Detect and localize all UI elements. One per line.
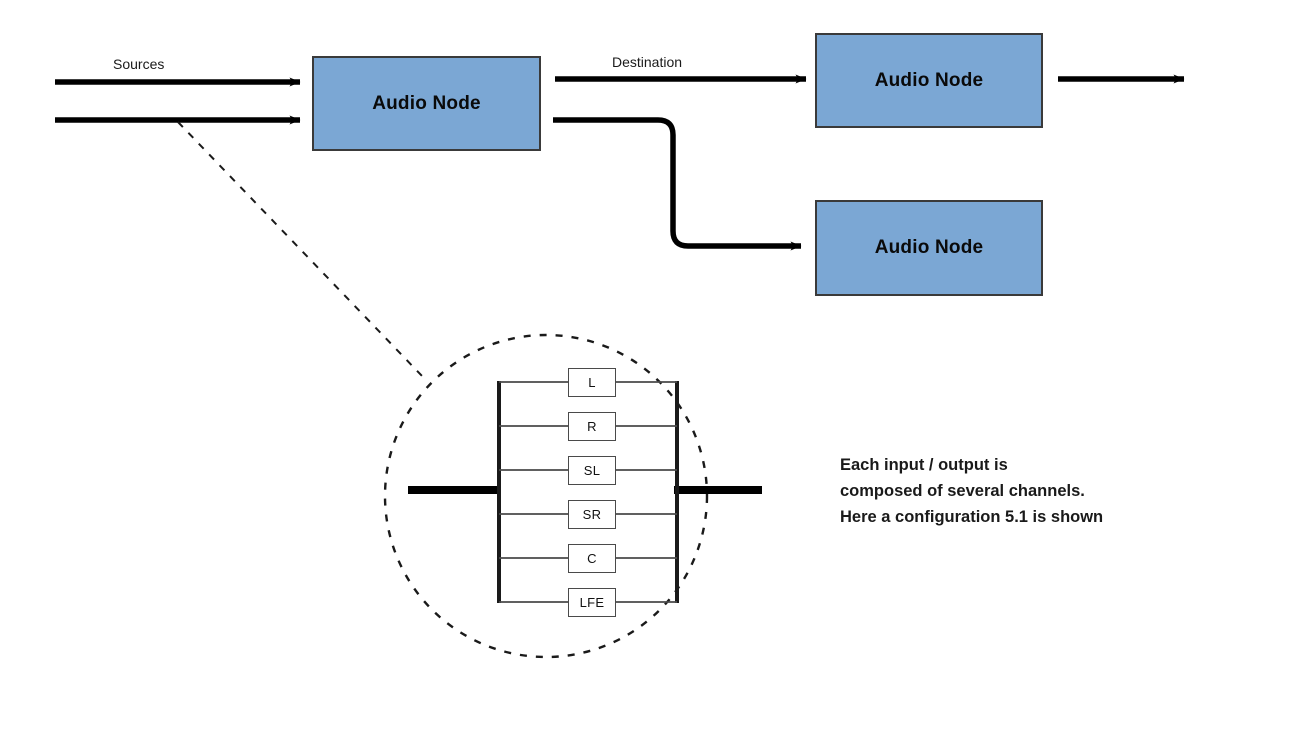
detail-caption-line-3: Here a configuration 5.1 is shown xyxy=(840,508,1104,526)
audio-node-right-bottom[interactable]: Audio Node xyxy=(815,200,1043,296)
detail-leader-line xyxy=(177,121,424,378)
channel-label-r: R xyxy=(587,419,597,434)
sources-label: Sources xyxy=(113,56,165,72)
channel-label-l: L xyxy=(588,375,596,390)
detail-circle xyxy=(383,333,709,659)
detail-caption-line-1: Each input / output is xyxy=(840,456,1008,474)
channel-label-c: C xyxy=(587,551,597,566)
channel-box-lfe[interactable]: LFE xyxy=(568,588,616,617)
detail-caption: Each input / output is composed of sever… xyxy=(840,452,1103,530)
channel-box-l[interactable]: L xyxy=(568,368,616,397)
channel-box-sr[interactable]: SR xyxy=(568,500,616,529)
audio-node-left-label: Audio Node xyxy=(372,92,481,114)
destination-label: Destination xyxy=(612,54,683,70)
channel-box-sl[interactable]: SL xyxy=(568,456,616,485)
channel-box-r[interactable]: R xyxy=(568,412,616,441)
detail-caption-line-2: composed of several channels. xyxy=(840,482,1085,500)
channel-label-sr: SR xyxy=(582,507,602,522)
audio-node-right-top[interactable]: Audio Node xyxy=(815,33,1043,128)
elbow-connector-arrow xyxy=(553,117,802,251)
channel-box-c[interactable]: C xyxy=(568,544,616,573)
audio-node-right-bottom-label: Audio Node xyxy=(874,237,984,258)
audio-node-right-top-label: Audio Node xyxy=(874,69,984,91)
channel-label-lfe: LFE xyxy=(579,595,605,610)
channel-rails xyxy=(499,381,677,603)
audio-node-left[interactable]: Audio Node xyxy=(312,56,541,151)
channel-label-sl: SL xyxy=(583,463,601,478)
